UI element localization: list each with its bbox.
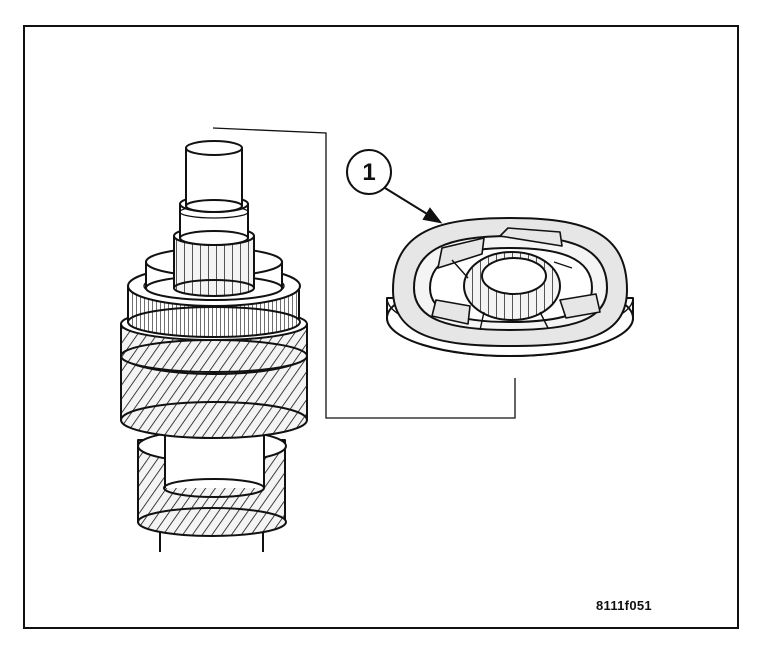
callout-leader bbox=[346, 149, 443, 224]
callout-arrowhead bbox=[422, 207, 443, 224]
diagram-border bbox=[23, 25, 739, 629]
figure-code: 8111f051 bbox=[596, 598, 652, 613]
output-shaft-assembly bbox=[120, 140, 308, 552]
synchronizer-ring-part bbox=[386, 217, 634, 357]
lower-helical-gear bbox=[137, 429, 287, 537]
shaft-tip bbox=[185, 140, 243, 213]
callout-circle bbox=[346, 149, 392, 195]
connection-leader-line bbox=[212, 127, 516, 419]
callout-number: 1 bbox=[362, 159, 376, 186]
